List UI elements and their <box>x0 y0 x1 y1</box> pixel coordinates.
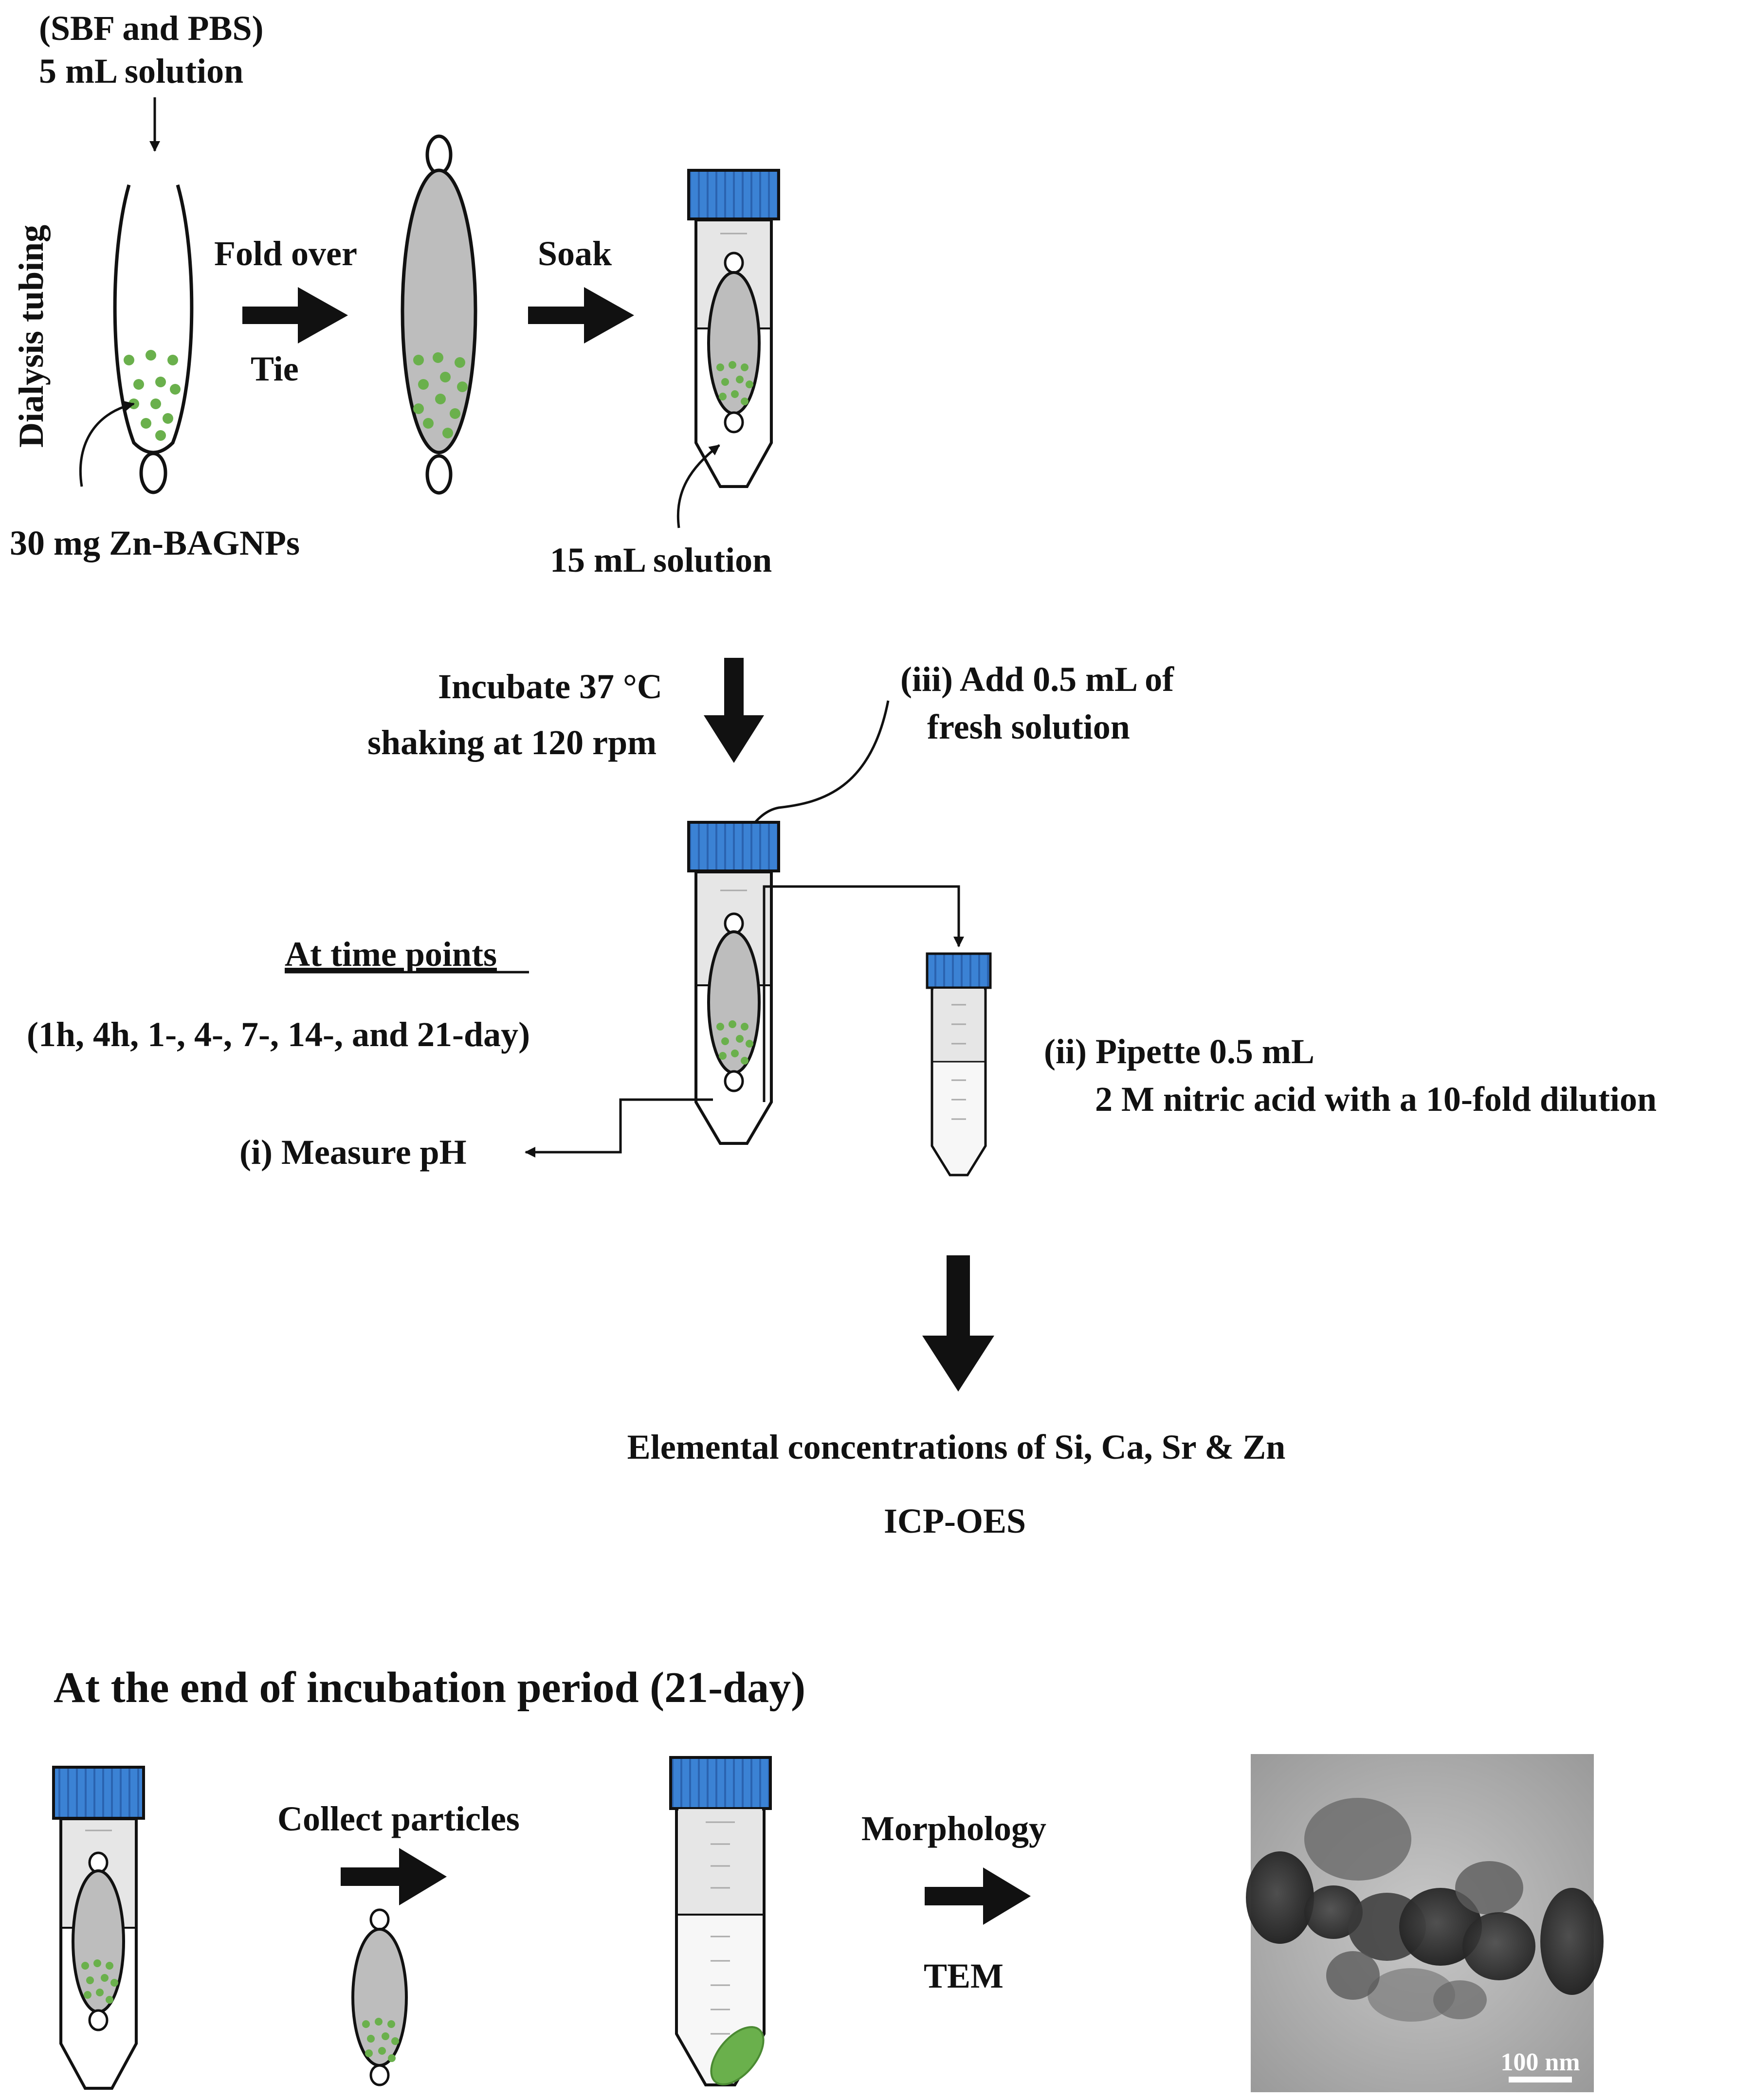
dialysis-bag-removed <box>351 1908 408 2086</box>
pointer-fifteen-ml <box>676 444 720 528</box>
label-add-fresh-1: (iii) Add 0.5 mL of <box>900 660 1174 699</box>
graduation-marks <box>706 1821 735 2035</box>
graduation-marks <box>951 1004 966 1120</box>
label-elemental: Elemental concentrations of Si, Ca, Sr &… <box>627 1428 1286 1466</box>
label-pipette-1: (ii) Pipette 0.5 mL <box>1044 1032 1314 1071</box>
label-sbf-pbs: (SBF and PBS) <box>39 9 263 48</box>
label-morphology: Morphology <box>861 1809 1046 1848</box>
tem-micrograph: 100 nm <box>1246 1754 1604 2092</box>
scale-bar <box>1509 2077 1572 2082</box>
label-fifteen-ml: 15 mL solution <box>550 541 772 579</box>
arrow-collect <box>341 1848 447 1905</box>
label-icp-oes: ICP-OES <box>884 1502 1026 1540</box>
dialysis-tube-open <box>113 184 194 494</box>
sample-tube-small <box>926 952 992 1177</box>
connector-pipette <box>763 885 964 1102</box>
arrow-soak <box>528 287 634 344</box>
nanoparticle-cluster <box>1246 1798 1604 2022</box>
label-tem: TEM <box>924 1956 1004 1995</box>
particles <box>716 1020 753 1065</box>
label-tie: Tie <box>251 349 299 388</box>
label-add-fresh-2: fresh solution <box>927 707 1130 746</box>
label-five-ml: 5 mL solution <box>39 52 243 91</box>
falcon-tube-pellet <box>669 1756 772 2086</box>
particles <box>124 350 181 441</box>
falcon-tube-incubation <box>687 821 780 1145</box>
label-shaking: shaking at 120 rpm <box>367 723 657 762</box>
label-soak: Soak <box>538 234 612 273</box>
arrow-morphology <box>925 1867 1031 1925</box>
particles <box>716 361 753 405</box>
particles <box>362 2018 399 2062</box>
label-zn-bagnps: 30 mg Zn-BAGNPs <box>10 524 300 562</box>
label-dialysis-tubing: Dialysis tubing <box>12 225 51 448</box>
falcon-tube-end <box>52 1766 145 2090</box>
label-fold-over: Fold over <box>214 234 357 273</box>
dialysis-bag-sealed <box>401 134 477 495</box>
label-collect: Collect particles <box>277 1799 520 1838</box>
label-time-list: (1h, 4h, 1-, 4-, 7-, 14-, and 21-day) <box>27 1015 530 1054</box>
label-end-incubation: At the end of incubation period (21-day) <box>54 1664 805 1712</box>
arrow-incubate <box>704 658 764 763</box>
pointer-nanoparticles <box>79 400 135 487</box>
connector-measure-ph <box>525 1098 713 1158</box>
label-incubate: Incubate 37 °C <box>438 667 662 706</box>
arrow-fold-tie <box>242 287 348 344</box>
label-scale-bar: 100 nm <box>1500 2048 1580 2076</box>
falcon-tube-soak <box>687 169 780 488</box>
label-measure-ph: (i) Measure pH <box>239 1133 467 1172</box>
label-pipette-2: 2 M nitric acid with a 10-fold dilution <box>1095 1080 1657 1119</box>
arrow-to-icp <box>922 1255 994 1392</box>
particles <box>413 352 468 438</box>
particles <box>81 1959 118 2004</box>
label-time-points: At time points <box>285 935 497 974</box>
